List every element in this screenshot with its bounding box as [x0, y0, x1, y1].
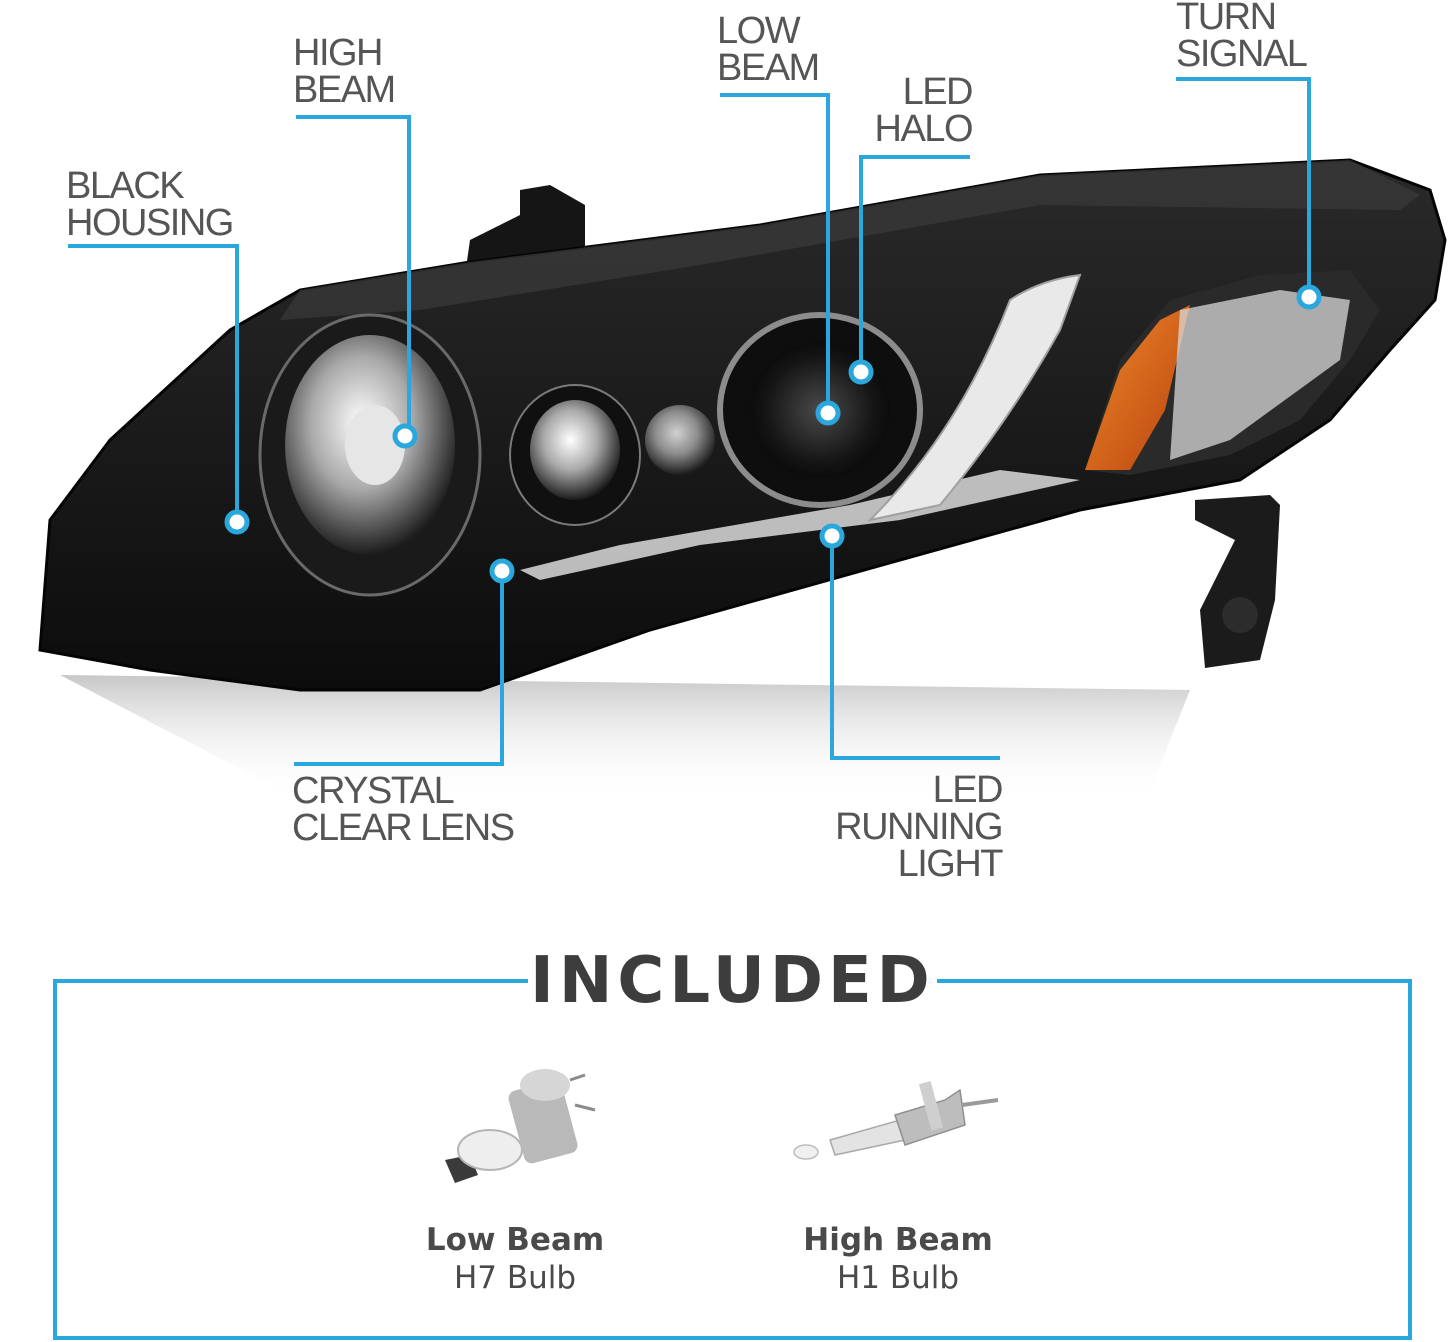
- callout-dot-led-running-light: [819, 523, 845, 549]
- included-box: [53, 979, 1412, 1340]
- label-low-beam: LOW BEAM: [717, 10, 820, 89]
- low-beam-bulb-name: Low Beam: [425, 1222, 605, 1258]
- callout-dot-crystal-clear-lens: [489, 558, 515, 584]
- callout-dot-turn-signal: [1296, 284, 1322, 310]
- label-led-halo: LED HALO: [874, 71, 974, 150]
- high-beam-bulb-type: H1 Bulb: [836, 1260, 960, 1296]
- h7-bulb-image: [445, 1069, 596, 1183]
- included-title: INCLUDED: [530, 944, 935, 1018]
- mounting-bracket: [1195, 495, 1280, 668]
- label-led-running-light: LED RUNNING LIGHT: [835, 769, 1003, 885]
- label-crystal-clear-lens: CRYSTAL CLEAR LENS: [292, 770, 515, 849]
- callout-dot-black-housing: [224, 509, 250, 535]
- label-turn-signal: TURN SIGNAL: [1176, 0, 1308, 75]
- label-high-beam: HIGH BEAM: [293, 32, 396, 111]
- callout-dot-led-halo: [848, 359, 874, 385]
- low-beam-bulb-type: H7 Bulb: [453, 1260, 577, 1296]
- label-black-housing: BLACK HOUSING: [66, 165, 234, 244]
- led-strip: [866, 273, 1082, 522]
- callout-dot-high-beam: [392, 423, 418, 449]
- floor-reflection: [60, 675, 1190, 800]
- callout-dot-low-beam: [815, 400, 841, 426]
- high-beam-bulb-name: High Beam: [803, 1222, 993, 1258]
- h1-bulb-image: [793, 1081, 999, 1160]
